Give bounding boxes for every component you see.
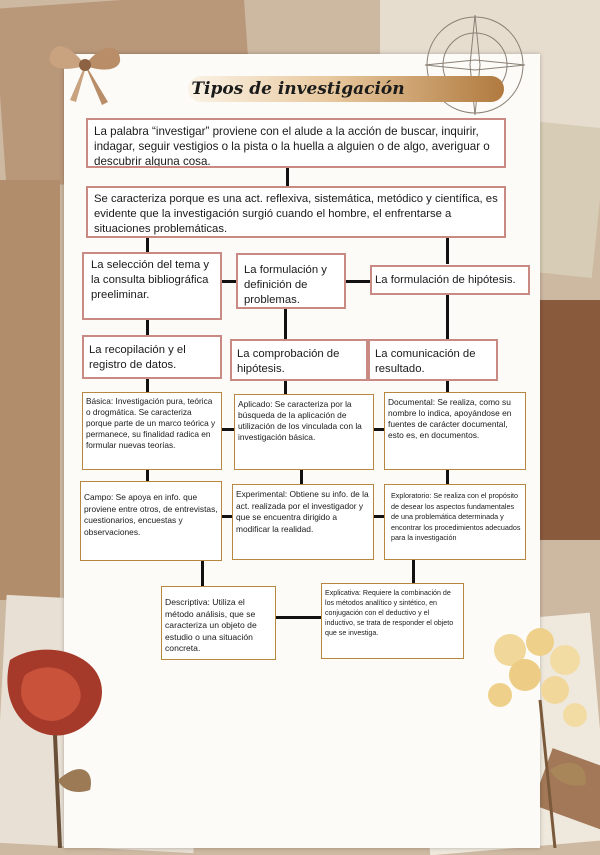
connector-bottom-h (276, 616, 322, 619)
node-comprobacion: La comprobación de hipótesis. (230, 339, 368, 381)
title-bar (188, 76, 504, 102)
node-formulacion-problemas: La formulación y definición de problemas… (236, 253, 346, 309)
connector-main-seleccion (146, 236, 149, 254)
connector-row3-h1 (221, 428, 235, 431)
connector-comprobacion-aplicado (284, 380, 287, 394)
connector-row1-h2 (345, 280, 371, 283)
compass-icon (424, 14, 526, 116)
node-origen: La palabra “investigar” proviene con el … (86, 118, 506, 168)
connector-documental-exploratorio (446, 468, 449, 484)
node-basica: Básica: Investigación pura, teórica o dr… (82, 392, 222, 470)
connector-aplicado-experimental (300, 468, 303, 484)
node-campo: Campo: Se apoya en info. que proviene en… (80, 481, 222, 561)
connector-top-main (286, 166, 289, 188)
page-title: Tipos de investigación (191, 79, 405, 99)
node-experimental: Experimental: Obtiene su info. de la act… (232, 484, 374, 560)
connector-comunicacion-documental (446, 380, 449, 392)
ribbon-bow-icon (49, 46, 121, 105)
connector-row1-h1 (221, 280, 237, 283)
connector-row4-h1 (221, 515, 235, 518)
connector-campo-descriptiva (201, 560, 204, 586)
yellow-flowers-icon (488, 628, 587, 848)
node-caracter: Se caracteriza porque es una act. reflex… (86, 186, 506, 238)
node-seleccion: La selección del tema y la consulta bibl… (82, 252, 222, 320)
node-recopilacion: La recopilación y el registro de datos. (82, 335, 222, 379)
bg-paper-left (0, 180, 60, 600)
node-formulacion-hipotesis: La formulación de hipótesis. (370, 265, 530, 295)
node-exploratorio: Exploratorio: Se realiza con el propósit… (384, 484, 526, 560)
node-explicativa: Explicativa: Requiere la combinación de … (321, 583, 464, 659)
connector-row4-h2 (372, 515, 386, 518)
connector-hipotesis-comunicacion (446, 294, 449, 340)
node-comunicacion: La comunicación de resultado. (368, 339, 498, 381)
connector-exploratorio-explicativa (412, 560, 415, 584)
connector-basica-campo (146, 468, 149, 482)
node-descriptiva: Descriptiva: Utiliza el método análisis,… (161, 586, 276, 660)
connector-row3-h2 (372, 428, 386, 431)
node-documental: Documental: Se realiza, como su nombre l… (384, 392, 526, 470)
connector-seleccion-recopilacion (146, 318, 149, 336)
node-aplicado: Aplicado: Se caracteriza por la búsqueda… (234, 394, 374, 470)
red-flower-icon (7, 649, 102, 848)
connector-formulacion-comprobacion (284, 308, 287, 340)
connector-main-hipotesis (446, 236, 449, 264)
connector-recopilacion-basica (146, 378, 149, 392)
